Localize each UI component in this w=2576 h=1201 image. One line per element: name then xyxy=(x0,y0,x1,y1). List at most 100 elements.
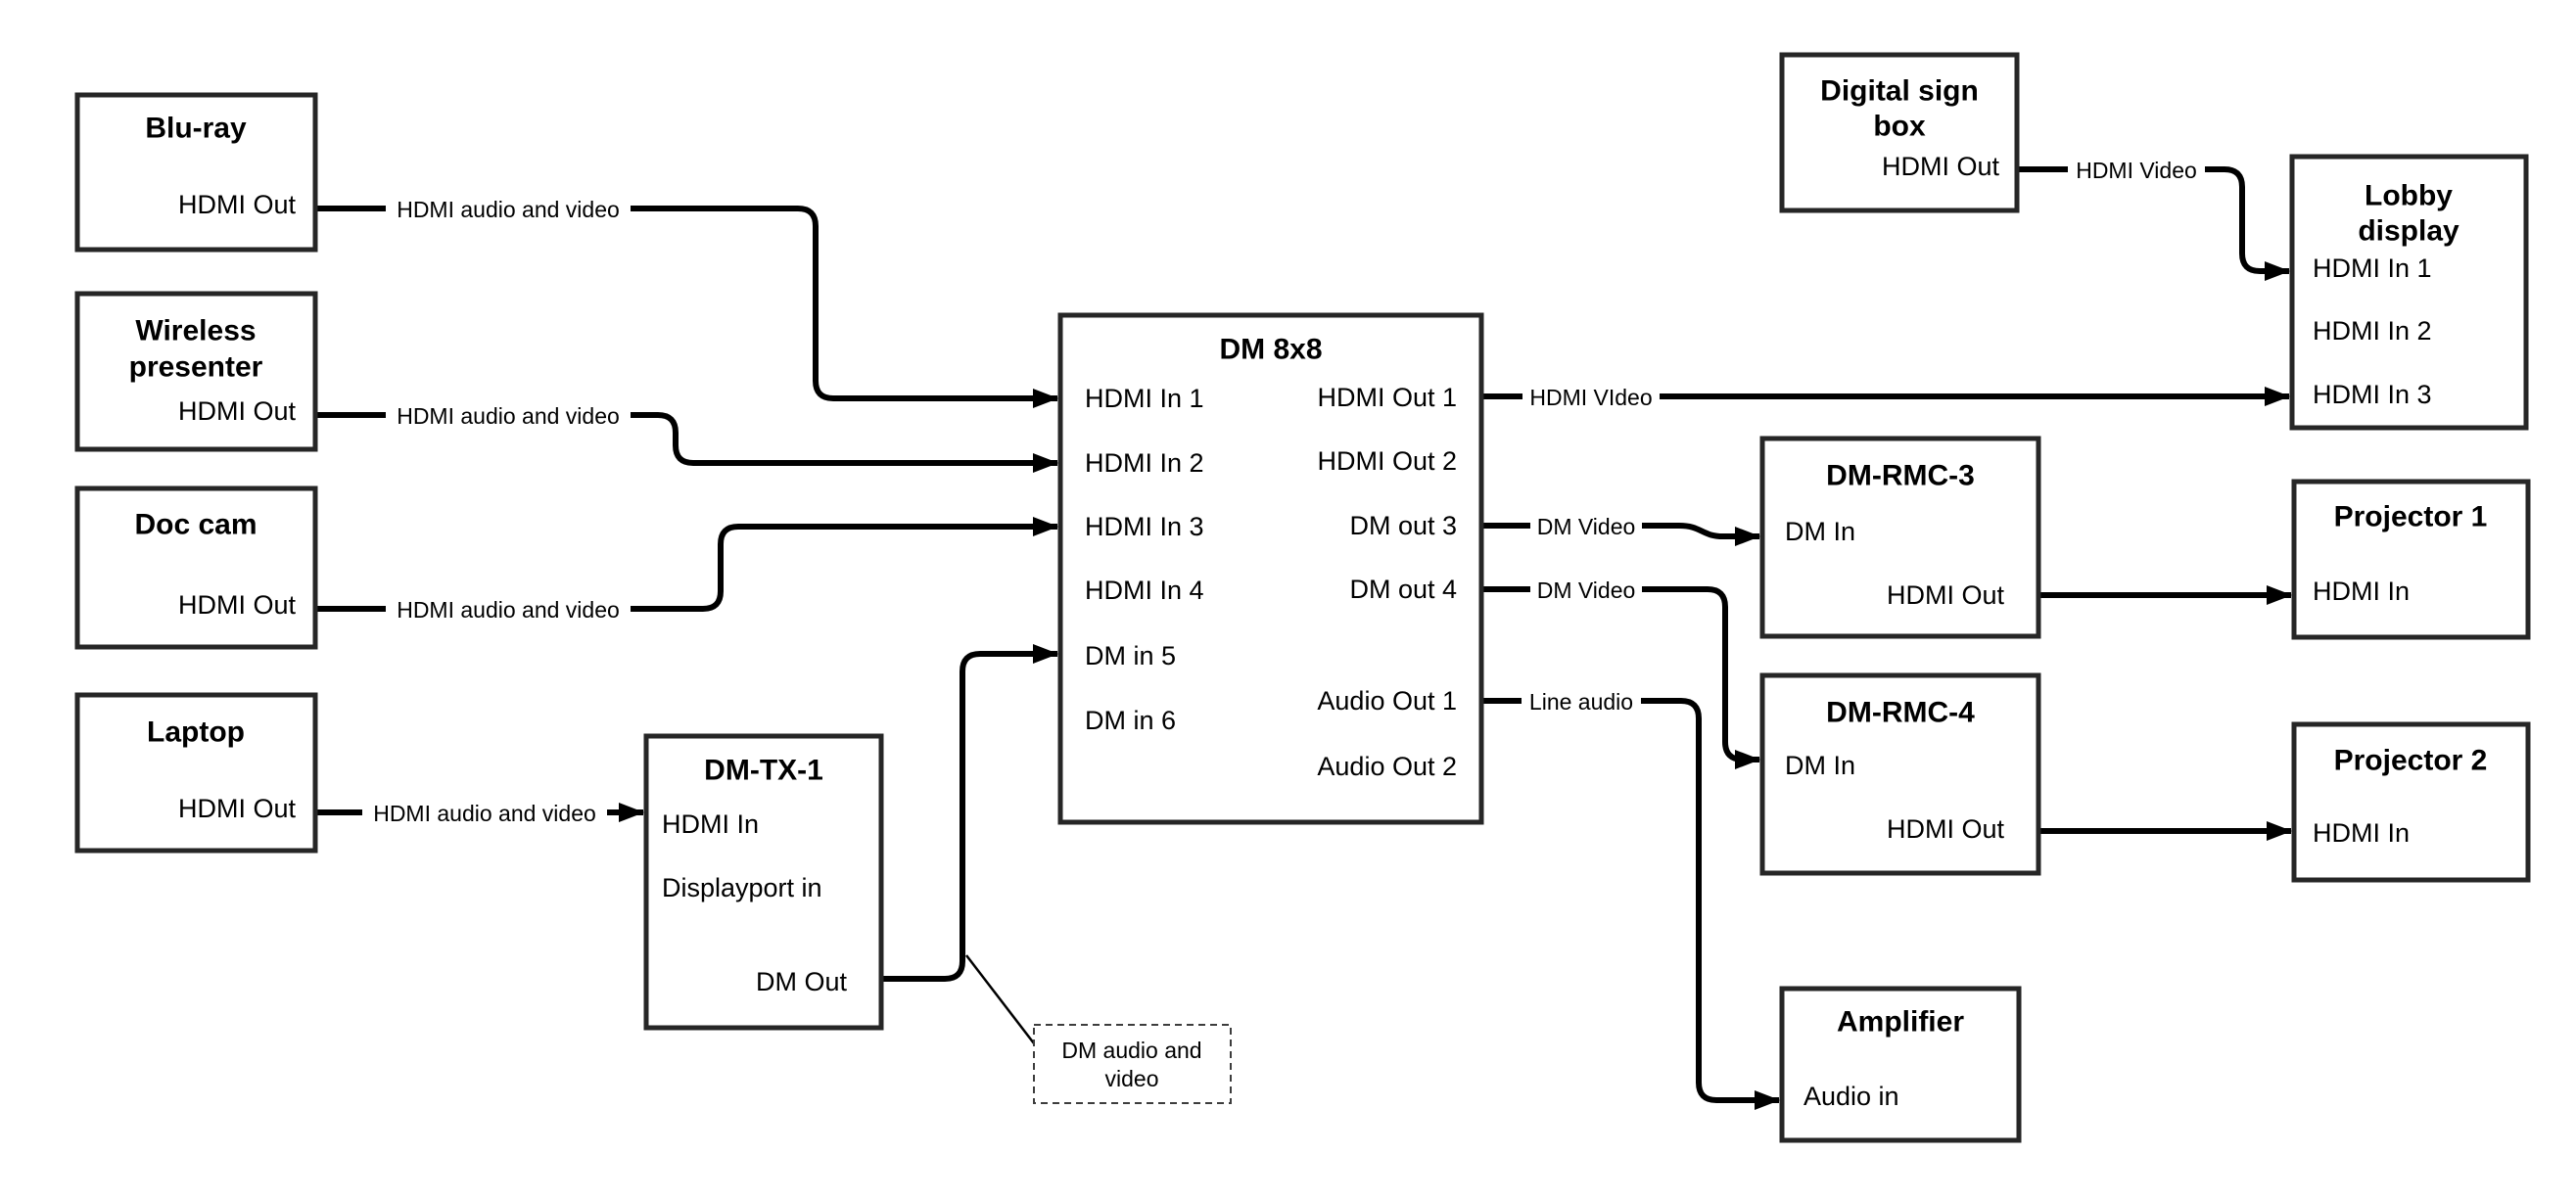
wire-dm8x8-out4-to-rmc4 xyxy=(1481,586,1760,769)
wire-label-wireless: HDMI audio and video xyxy=(397,403,620,429)
projector1-box xyxy=(2291,479,2531,640)
projector2-box xyxy=(2291,721,2531,883)
lobby-port-hdmi-in-1: HDMI In 1 xyxy=(2313,254,2432,283)
dmrmc3-port-dm-in: DM In xyxy=(1785,517,1855,546)
dm8x8-port-audio-out-1: Audio Out 1 xyxy=(1317,686,1457,716)
device-projector-2: Projector 2 HDMI In xyxy=(2291,721,2531,883)
bluray-box xyxy=(74,92,318,253)
label-bg xyxy=(1530,510,1642,541)
dm8x8-port-dm-out-4: DM out 4 xyxy=(1349,575,1457,604)
dm8x8-port-dm-in-5: DM in 5 xyxy=(1085,641,1176,670)
annotation-dm-audio-video: DM audio and video xyxy=(1033,1024,1232,1104)
lobby-title-line2: display xyxy=(2358,215,2459,248)
device-wireless-presenter: Wireless presenter HDMI Out xyxy=(74,291,318,452)
wire-label-sign: HDMI Video xyxy=(2076,158,2197,183)
lobby-port-hdmi-in-3: HDMI In 3 xyxy=(2313,380,2432,409)
dmtx1-box xyxy=(643,733,884,1031)
device-bluray: Blu-ray HDMI Out xyxy=(74,92,318,253)
wire-label-doccam: HDMI audio and video xyxy=(397,597,620,623)
wire-label-bluray: HDMI audio and video xyxy=(397,197,620,222)
lobby-port-hdmi-in-2: HDMI In 2 xyxy=(2313,316,2432,346)
dm8x8-port-hdmi-out-1: HDMI Out 1 xyxy=(1317,383,1457,412)
device-dm-rmc-4: DM-RMC-4 DM In HDMI Out xyxy=(1759,672,2041,876)
digitalsign-title-line2: box xyxy=(1873,111,1926,143)
label-bg xyxy=(386,193,631,224)
lobby-title-line1: Lobby xyxy=(2365,180,2453,212)
dmtx1-title: DM-TX-1 xyxy=(704,755,823,787)
device-doc-cam: Doc cam HDMI Out xyxy=(74,485,318,650)
wire-doccam-to-dm8x8-in3 xyxy=(315,517,1058,612)
label-bg xyxy=(1530,574,1642,605)
dm8x8-port-hdmi-in-2: HDMI In 2 xyxy=(1085,448,1204,478)
doccam-title: Doc cam xyxy=(134,509,257,541)
dmrmc4-port-dm-in: DM In xyxy=(1785,751,1855,780)
dmtx1-port-displayport-in: Displayport in xyxy=(662,873,822,902)
doccam-box xyxy=(74,485,318,650)
wire-dm8x8-out3-to-rmc3 xyxy=(1481,523,1760,546)
digitalsign-port-hdmi-out: HDMI Out xyxy=(1882,152,2000,181)
amplifier-title: Amplifier xyxy=(1837,1006,1964,1039)
annotation-leader-line xyxy=(965,954,1035,1044)
dm8x8-port-hdmi-out-2: HDMI Out 2 xyxy=(1317,446,1457,476)
projector1-title: Projector 1 xyxy=(2334,501,2488,533)
device-dm-8x8: DM 8x8 HDMI In 1 HDMI In 2 HDMI In 3 HDM… xyxy=(1057,312,1484,825)
dm8x8-title: DM 8x8 xyxy=(1219,334,1322,366)
dmtx1-port-dm-out: DM Out xyxy=(756,967,848,996)
device-dm-rmc-3: DM-RMC-3 DM In HDMI Out xyxy=(1759,436,2041,639)
laptop-box xyxy=(74,692,318,854)
lobby-box xyxy=(2289,154,2529,431)
wire-sign-to-lobby-in1 xyxy=(2017,166,2290,281)
dm8x8-box xyxy=(1057,312,1484,825)
dm8x8-port-hdmi-in-4: HDMI In 4 xyxy=(1085,576,1204,605)
device-laptop: Laptop HDMI Out xyxy=(74,692,318,854)
amplifier-box xyxy=(1779,986,2022,1143)
dm8x8-port-dm-out-3: DM out 3 xyxy=(1349,511,1457,540)
dmrmc3-port-hdmi-out: HDMI Out xyxy=(1887,580,2005,610)
device-projector-1: Projector 1 HDMI In xyxy=(2291,479,2531,640)
label-bg xyxy=(386,399,631,431)
projector2-title: Projector 2 xyxy=(2334,745,2488,777)
bluray-title: Blu-ray xyxy=(145,113,247,145)
label-bg xyxy=(362,797,607,828)
wire-label-out4: DM Video xyxy=(1537,577,1636,603)
device-digital-sign-box: Digital sign box HDMI Out xyxy=(1779,52,2020,213)
dm8x8-port-dm-in-6: DM in 6 xyxy=(1085,706,1176,735)
device-dm-tx-1: DM-TX-1 HDMI In Displayport in DM Out xyxy=(643,733,884,1031)
dmrmc4-box xyxy=(1759,672,2041,876)
annotation-line1: DM audio and xyxy=(1061,1038,1201,1063)
laptop-title: Laptop xyxy=(147,716,245,749)
amplifier-port-audio-in: Audio in xyxy=(1803,1082,1899,1111)
wire-labels: HDMI audio and video HDMI audio and vide… xyxy=(362,154,2205,828)
laptop-port-hdmi-out: HDMI Out xyxy=(178,794,297,823)
label-bg xyxy=(1522,381,1660,412)
dmrmc3-box xyxy=(1759,436,2041,639)
dmrmc3-title: DM-RMC-3 xyxy=(1826,460,1975,492)
wire-dmtx1-to-dm8x8-in5 xyxy=(881,644,1058,982)
wireless-port-hdmi-out: HDMI Out xyxy=(178,396,297,426)
device-lobby-display: Lobby display HDMI In 1 HDMI In 2 HDMI I… xyxy=(2289,154,2529,431)
projector1-port-hdmi-in: HDMI In xyxy=(2313,577,2410,606)
wire-label-out3: DM Video xyxy=(1537,514,1636,539)
projector2-port-hdmi-in: HDMI In xyxy=(2313,818,2410,848)
label-bg xyxy=(386,593,631,624)
digitalsign-box xyxy=(1779,52,2020,213)
label-bg xyxy=(2068,154,2205,185)
digitalsign-title-line1: Digital sign xyxy=(1820,75,1979,108)
bluray-port-hdmi-out: HDMI Out xyxy=(178,190,297,219)
annotation-box xyxy=(1033,1024,1232,1104)
annotation-line2: video xyxy=(1105,1066,1159,1091)
wireless-title-line2: presenter xyxy=(129,351,263,384)
dmrmc4-title: DM-RMC-4 xyxy=(1826,697,1975,729)
wireless-box xyxy=(74,291,318,452)
dm8x8-port-hdmi-in-1: HDMI In 1 xyxy=(1085,384,1204,413)
doccam-port-hdmi-out: HDMI Out xyxy=(178,590,297,620)
dm8x8-port-audio-out-2: Audio Out 2 xyxy=(1317,752,1457,781)
wire-bluray-to-dm8x8-in1 xyxy=(315,206,1058,408)
label-bg xyxy=(1522,685,1641,716)
wireless-title-line1: Wireless xyxy=(135,315,256,347)
dmrmc4-port-hdmi-out: HDMI Out xyxy=(1887,814,2005,844)
wire-label-laptop: HDMI audio and video xyxy=(373,801,596,826)
dmtx1-port-hdmi-in: HDMI In xyxy=(662,809,759,839)
